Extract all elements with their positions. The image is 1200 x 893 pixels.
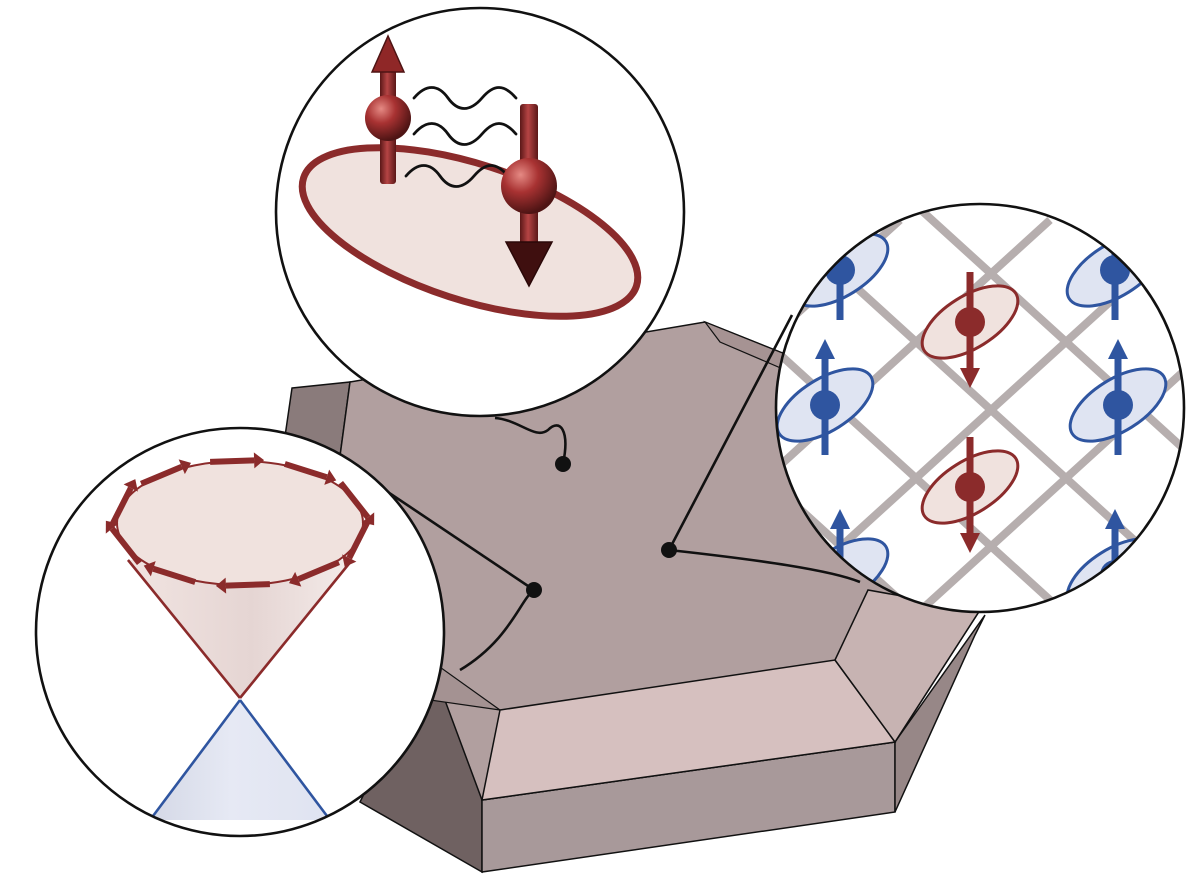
leader-line-lattice bbox=[667, 314, 794, 551]
anchor-dots bbox=[526, 456, 677, 598]
inset-cooper-pair bbox=[274, 6, 686, 418]
cooper-pair-disk bbox=[298, 144, 642, 320]
leader-lines bbox=[369, 314, 861, 672]
spin-up-blue-icon bbox=[776, 339, 875, 455]
lower-cone-icon bbox=[150, 700, 330, 820]
spin-down-electron-icon bbox=[501, 104, 557, 288]
upper-cone-icon bbox=[128, 560, 352, 698]
inset-lattice-border bbox=[774, 202, 1186, 614]
phonon-wave-icon bbox=[404, 86, 518, 188]
spin-arrow-icon bbox=[108, 479, 138, 529]
lattice-bond bbox=[776, 204, 903, 603]
inset-dirac-border bbox=[34, 426, 446, 838]
spin-arrow-icon bbox=[210, 452, 265, 469]
leader-line-cooper bbox=[494, 416, 567, 465]
spin-down-red-icon bbox=[920, 272, 1020, 388]
spin-arrow-icon bbox=[342, 517, 372, 567]
inset-cooper-border bbox=[274, 6, 686, 418]
spin-arrow-icon bbox=[140, 459, 191, 487]
leader-line-dirac-upper bbox=[369, 478, 535, 592]
spin-arrow-icon bbox=[143, 561, 197, 585]
spin-arrow-icon bbox=[215, 577, 270, 594]
inset-dirac-cone bbox=[34, 426, 446, 838]
spin-down-red-icon bbox=[920, 437, 1020, 553]
spin-arrow-icon bbox=[338, 480, 375, 526]
spin-arrow-icon bbox=[289, 559, 340, 587]
helical-spin-texture-icon bbox=[105, 452, 375, 594]
spin-arrow-icon bbox=[283, 461, 337, 485]
anchor-dot-lattice bbox=[661, 542, 677, 558]
anchor-dot-dirac bbox=[526, 582, 542, 598]
anchor-dot-cooper bbox=[555, 456, 571, 472]
leader-line-lattice-lower bbox=[668, 548, 861, 584]
spin-up-electron-icon bbox=[365, 34, 411, 184]
crystal-right-side-face bbox=[894, 614, 986, 813]
spin-up-blue-icon bbox=[1068, 339, 1168, 455]
